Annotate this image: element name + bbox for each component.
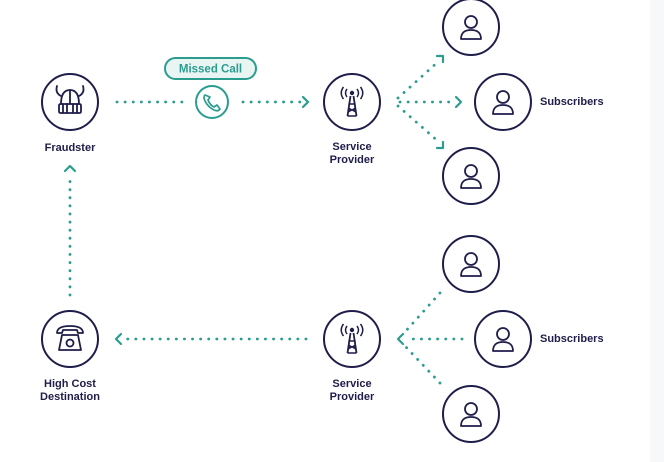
viking-helmet-icon — [55, 85, 85, 114]
arrowhead-up — [63, 164, 77, 173]
link-provider-to-subscriber-c — [396, 104, 442, 145]
diagram-canvas: Missed Call — [41, 0, 532, 443]
arrowhead-left — [396, 332, 405, 346]
missed-call-badge: Missed Call — [164, 57, 257, 80]
subscriber-node — [442, 0, 500, 56]
service-provider-bottom-label: Service Provider — [329, 378, 375, 403]
service-provider-bottom-node — [323, 310, 381, 368]
fraudster-label: Fraudster — [44, 142, 96, 154]
subscribers-top-label: Subscribers — [540, 96, 604, 108]
subscribers-bottom-label: Subscribers — [540, 333, 604, 345]
arrowhead-up-right — [435, 54, 445, 64]
fraud-flow-diagram: Missed Call — [40, 0, 604, 443]
link-subscriber-a-to-provider — [402, 291, 442, 335]
arrowhead-left — [114, 332, 123, 346]
arrowhead-down-right — [435, 140, 445, 150]
fraudster-node — [41, 73, 99, 131]
link-provider-to-subscriber-a — [396, 58, 442, 100]
link-subscriber-c-to-provider — [402, 343, 442, 385]
subscriber-node — [442, 385, 500, 443]
arrowhead-right — [301, 95, 310, 109]
missed-call-badge-text: Missed Call — [179, 64, 242, 76]
subscriber-node — [442, 235, 500, 293]
subscriber-node — [442, 147, 500, 205]
arrowhead-right — [454, 95, 463, 109]
subscriber-node — [474, 73, 532, 131]
high-cost-destination-node — [41, 310, 99, 368]
service-provider-top-node — [323, 73, 381, 131]
phone-handset-icon — [195, 85, 229, 119]
high-cost-destination-label: High Cost Destination — [40, 378, 100, 403]
telephone-icon — [56, 325, 84, 351]
subscriber-node — [474, 310, 532, 368]
service-provider-top-label: Service Provider — [329, 141, 375, 166]
